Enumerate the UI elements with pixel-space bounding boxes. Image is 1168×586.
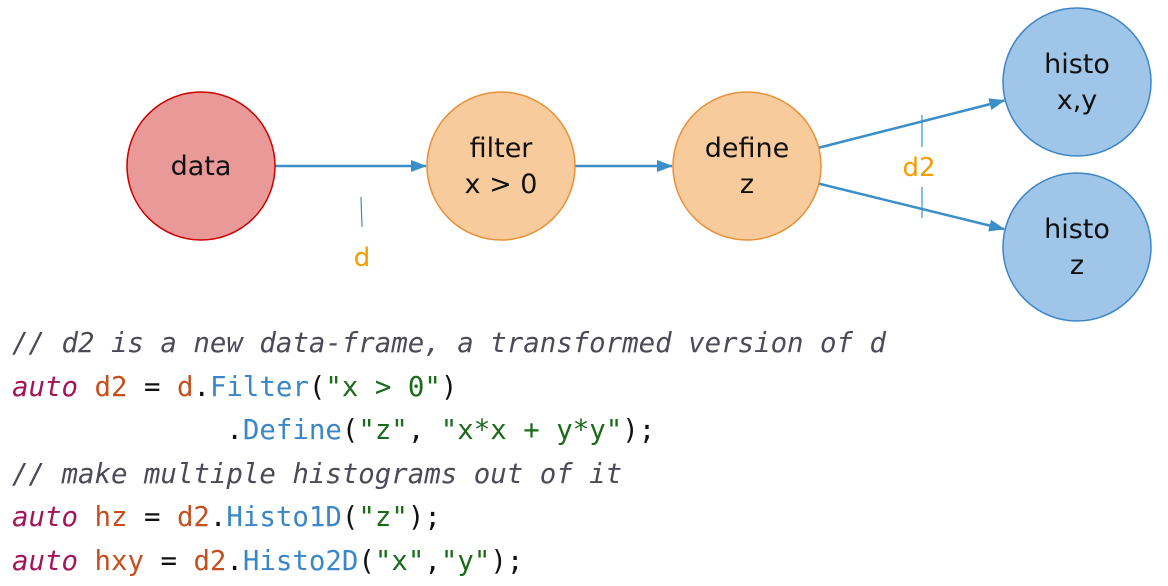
node-label: histo [1044,214,1110,245]
node-circle [426,91,576,241]
node-label: x > 0 [465,169,538,200]
code-line: .Define("z", "x*x + y*y"); [12,409,886,453]
code-token-string: "z" [358,415,408,447]
node-histo-z: histo z [1002,172,1152,322]
dataflow-diagram: data filter x > 0 define z histo x,y histo z d d2 [126,7,1152,322]
code-line: auto hxy = d2.Histo2D("x","y"); [12,540,886,584]
code-line: auto d2 = d.Filter("x > 0") [12,366,886,410]
node-filter: filter x > 0 [426,91,576,241]
node-label: x,y [1057,85,1098,116]
code-token-plain [78,372,95,403]
code-token-plain: ); [622,415,656,447]
code-token-method: Histo1D [226,502,342,534]
code-token-method: Histo2D [242,545,359,577]
node-label: z [1070,250,1084,281]
code-token-plain: . [209,502,227,534]
code-token-variable: d2 [193,545,227,577]
code-token-string: "z" [358,502,408,534]
code-token-variable: d2 [176,502,210,534]
code-token-string: "x > 0" [325,371,441,403]
code-token-plain: ( [308,371,326,403]
code-line: // make multiple histograms out of it [12,453,886,497]
code-token-variable: d2 [94,371,128,403]
code-token-plain [78,502,95,533]
node-define: define z [672,91,822,241]
edge-define-to-histo-xy [818,98,1006,149]
edge-define-to-histo-z [818,182,1006,232]
code-snippet: // d2 is a new data-frame, a transformed… [12,322,886,584]
node-circle [126,91,276,241]
code-token-method: Define [242,415,342,447]
code-token-string: "x" [374,545,425,577]
code-token-variable: hxy [94,545,144,577]
code-token-plain: ( [358,545,375,577]
code-token-plain: = [127,502,177,534]
node-data: data [126,91,276,241]
code-token-keyword: auto [12,545,78,577]
code-token-string: "x*x + y*y" [440,415,623,447]
code-token-keyword: auto [12,502,78,534]
code-token-plain: ); [490,545,524,577]
code-token-plain: ) [440,371,458,403]
edge-label-tick [360,196,363,228]
node-label: define [705,133,789,164]
code-token-plain: ( [341,415,359,447]
code-token-comment: // make multiple histograms out of it [12,458,623,490]
code-token-plain: . [12,415,243,447]
node-histo-xy: histo x,y [1002,7,1152,157]
node-label: filter [470,133,534,164]
code-token-plain: ); [407,502,441,534]
code-token-plain: ( [341,502,359,534]
code-token-variable: d [176,371,194,403]
node-label: data [171,151,232,182]
code-token-comment: // d2 is a new data-frame, a transformed… [12,328,886,359]
code-token-plain: . [193,371,210,403]
edge-label-d2: d2 [902,153,935,183]
code-token-method: Filter [209,371,309,403]
code-token-keyword: auto [12,371,78,403]
node-label: z [740,169,754,200]
code-line: // d2 is a new data-frame, a transformed… [12,322,886,366]
node-circle [1002,7,1152,157]
code-token-plain: = [143,545,194,577]
code-token-plain: , [407,415,441,447]
code-token-plain: , [424,545,441,577]
code-token-plain: . [226,545,243,577]
edge-label-d: d [354,243,371,273]
code-token-variable: hz [94,502,128,534]
node-label: histo [1044,49,1110,80]
code-token-plain: = [127,371,177,403]
code-line: auto hz = d2.Histo1D("z"); [12,496,886,540]
code-token-plain [78,546,95,577]
node-circle [1002,172,1152,322]
code-token-string: "y" [440,545,491,577]
node-circle [672,91,822,241]
